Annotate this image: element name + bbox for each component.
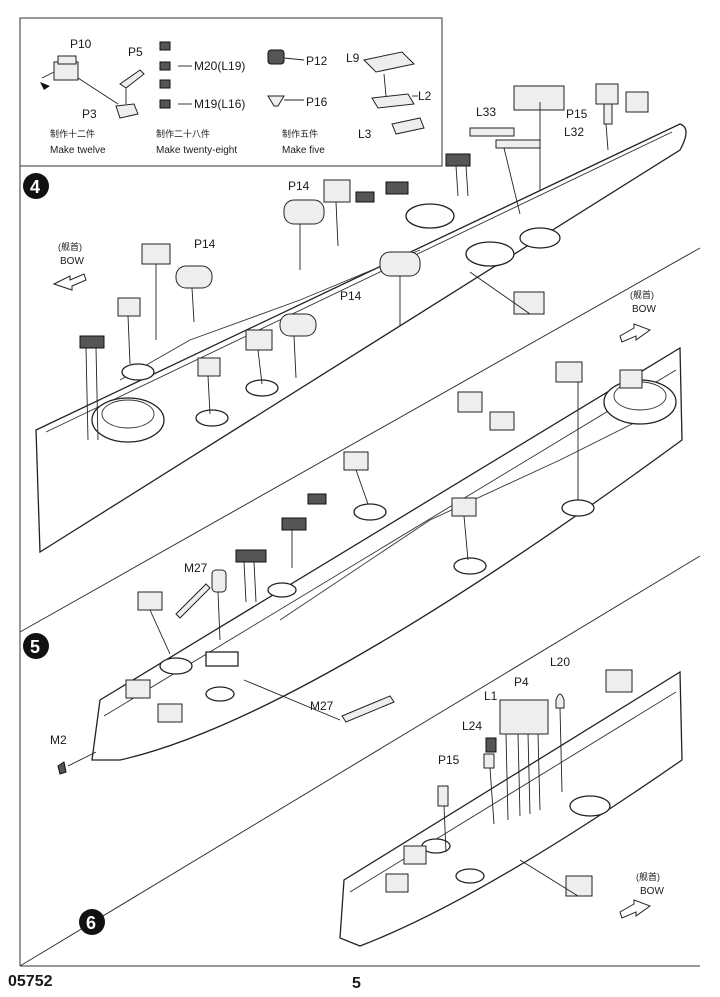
step-5-badge bbox=[23, 633, 49, 659]
label-l24: L24 bbox=[462, 719, 482, 733]
hull-step4 bbox=[35, 123, 687, 554]
label-p14-a: P14 bbox=[288, 179, 310, 193]
label-p3: P3 bbox=[82, 107, 97, 121]
bracket-diagram bbox=[362, 51, 425, 135]
group3-count-cn: 制作五件 bbox=[282, 128, 318, 139]
step-5-number: 5 bbox=[30, 637, 40, 657]
bow-label-cn-step4: (舰首) bbox=[58, 241, 82, 252]
label-p4: P4 bbox=[514, 675, 529, 689]
label-p15-step4: P15 bbox=[566, 107, 588, 121]
step-4-number: 4 bbox=[30, 177, 40, 197]
bow-label-cn-step6: (舰首) bbox=[636, 871, 660, 882]
label-l3: L3 bbox=[358, 127, 372, 141]
label-p16: P16 bbox=[306, 95, 328, 109]
label-l20: L20 bbox=[550, 655, 570, 669]
group1-count-cn: 制作十二件 bbox=[50, 128, 95, 139]
step-5: 5 M27 M27 M2 bbox=[23, 346, 683, 775]
label-l1: L1 bbox=[484, 689, 498, 703]
label-p14-c: P14 bbox=[340, 289, 362, 303]
step-6-number: 6 bbox=[86, 913, 96, 933]
catalog-code: 05752 bbox=[8, 973, 53, 990]
bow-arrow-step4 bbox=[52, 273, 87, 291]
step-6: 6 (舰首) BOW P4 L20 L1 L24 P15 bbox=[79, 655, 683, 947]
label-m27-b: M27 bbox=[310, 699, 334, 713]
label-m27-a: M27 bbox=[184, 561, 208, 575]
step-4-badge bbox=[23, 173, 49, 199]
label-l9: L9 bbox=[346, 51, 360, 65]
label-m19: M19(L16) bbox=[194, 97, 245, 111]
group1-count-en: Make twelve bbox=[50, 145, 106, 156]
searchlight-diagram bbox=[267, 49, 305, 107]
label-m2: M2 bbox=[50, 733, 67, 747]
group2-count-en: Make twenty-eight bbox=[156, 145, 237, 156]
label-p12: P12 bbox=[306, 54, 328, 68]
label-l2: L2 bbox=[418, 89, 432, 103]
group3-count-en: Make five bbox=[282, 145, 325, 156]
page-number: 5 bbox=[352, 975, 361, 992]
small-fitting-diagram bbox=[159, 41, 192, 109]
label-p10: P10 bbox=[70, 37, 92, 51]
label-p15-step6: P15 bbox=[438, 753, 460, 767]
bow-label-en-step4: BOW bbox=[60, 256, 84, 267]
label-p14-b: P14 bbox=[194, 237, 216, 251]
bow-arrow-step4-right bbox=[619, 323, 652, 343]
label-l33: L33 bbox=[476, 105, 496, 119]
label-m20: M20(L19) bbox=[194, 59, 245, 73]
label-p5: P5 bbox=[128, 45, 143, 59]
bow-arrow-step6 bbox=[619, 899, 652, 919]
parts-box: P10 P5 P3 制作十二件 Make twelve M20(L19) M19… bbox=[19, 17, 443, 167]
bow-label-cn-step4-right: (舰首) bbox=[630, 289, 654, 300]
turret-subassembly-diagram bbox=[40, 55, 145, 119]
hull-step5 bbox=[91, 346, 683, 761]
step-4: 4 (舰首) BOW P14 P14 P14 L33 P15 L32 (舰首) … bbox=[23, 83, 687, 554]
label-l32: L32 bbox=[564, 125, 584, 139]
step-6-badge bbox=[79, 909, 105, 935]
group2-count-cn: 制作二十八件 bbox=[156, 128, 210, 139]
bow-label-en-step4-right: BOW bbox=[632, 304, 656, 315]
bow-label-en-step6: BOW bbox=[640, 886, 664, 897]
